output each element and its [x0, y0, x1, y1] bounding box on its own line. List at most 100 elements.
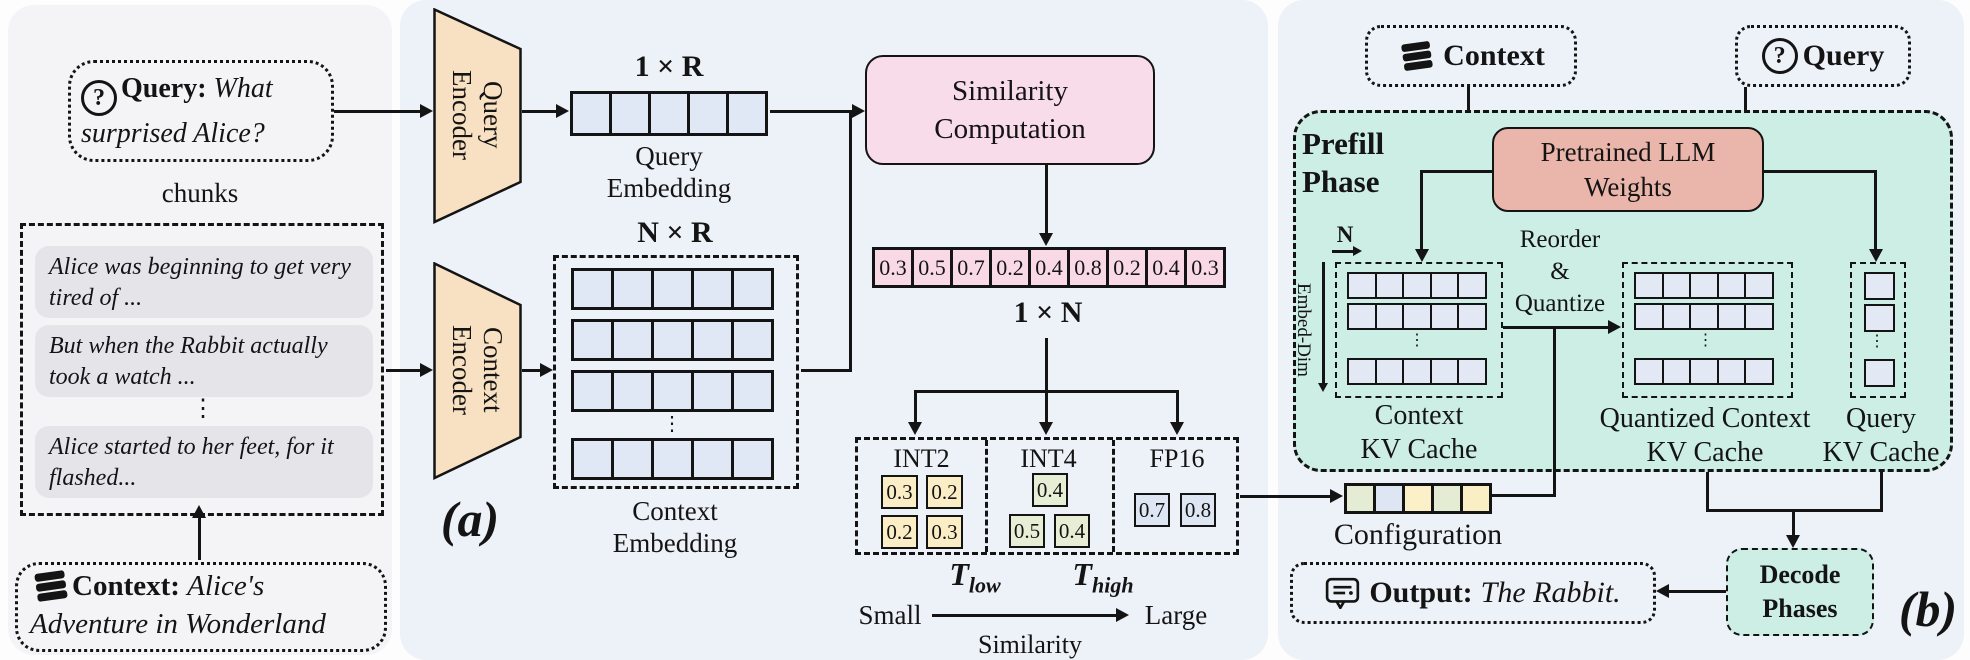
configuration-label: Configuration: [1333, 518, 1503, 551]
branch-mid-arrowhead: [1039, 422, 1053, 435]
n-dim-label: N: [1336, 222, 1354, 247]
prefill-label: Prefill: [1302, 126, 1385, 161]
llm-right-elbow-v: [1874, 170, 1877, 250]
querykv-drop-line: [1880, 472, 1883, 512]
context-source-label: Context: [1443, 39, 1545, 72]
context-source-box: Context: [1365, 25, 1577, 87]
similarity-box-label: Computation: [934, 113, 1086, 145]
fp16-to-config-arrowhead: [1330, 489, 1343, 503]
decode-to-output-arrowhead: [1656, 584, 1669, 598]
reorder-arrowhead: [1608, 320, 1621, 334]
branch-left-arrowhead: [908, 422, 922, 435]
llm-label: Weights: [1584, 171, 1672, 202]
output-text: The Rabbit.: [1480, 576, 1621, 609]
int2-value-cell: 0.2: [926, 475, 963, 509]
decode-to-output-line: [1668, 590, 1726, 593]
reorder-line: &: [1550, 258, 1570, 285]
query-down-line: [1744, 87, 1747, 113]
context-label: Context:: [72, 570, 180, 602]
decode-stem-line: [1792, 509, 1795, 537]
cemb-junction-hline: [801, 369, 852, 372]
branch-mid-line: [1045, 390, 1048, 422]
prefill-label: Phase: [1302, 164, 1380, 199]
query-kv-box: ⋮: [1850, 262, 1906, 398]
t-low-label: Tlow: [915, 556, 1035, 598]
query-encoder-label: Query: [478, 81, 508, 149]
fp16-to-config-line: [1240, 495, 1332, 498]
query-embedding-label: Embedding: [606, 173, 732, 203]
config-up-line: [1553, 326, 1556, 497]
similarity-value-cell: 0.4: [1028, 247, 1070, 288]
panel-a-caption: (a): [440, 491, 500, 547]
fp16-value-cell: 0.8: [1180, 493, 1216, 527]
branch-left-line: [914, 390, 917, 422]
llm-left-arrowhead: [1415, 249, 1429, 262]
reorder-line: Quantize: [1514, 290, 1606, 317]
encoder-to-cemb-arrowhead: [540, 363, 553, 377]
cemb-junction-vline: [849, 110, 852, 371]
int2-value-cell: 0.3: [926, 515, 963, 549]
t-low-sub: low: [968, 572, 1001, 598]
context-input-box: Context: Alice's Adventure in Wonderland: [15, 562, 387, 652]
query-embedding-row: [570, 91, 768, 136]
decode-label: Decode: [1759, 560, 1841, 589]
chunks-label: chunks: [161, 178, 239, 208]
context-embedding-ellipsis: ⋮: [662, 413, 682, 435]
llm-right-elbow-h: [1764, 170, 1877, 173]
similarity-box-label: Similarity: [951, 75, 1068, 107]
config-elbow-line: [1492, 494, 1555, 497]
fp16-label: FP16: [1149, 444, 1205, 473]
llm-left-elbow-v: [1420, 170, 1423, 250]
question-mark-icon: ?: [81, 79, 117, 116]
branch-right-line: [1176, 390, 1179, 422]
query-kv-label: Query: [1846, 403, 1916, 434]
n-dim-line: [1332, 250, 1354, 253]
similarity-vector-row: 0.3 0.5 0.7 0.2 0.4 0.8 0.2 0.4 0.3: [872, 247, 1226, 288]
query-embedding-label: Query: [635, 141, 703, 171]
query-kv-ellipsis: ⋮: [1869, 333, 1885, 350]
t-high-sub: high: [1091, 572, 1134, 598]
t-low-base: T: [949, 556, 969, 592]
query-label: Query:: [121, 72, 207, 104]
axis-title: Similarity: [978, 630, 1082, 659]
context-embedding-label: Embedding: [612, 528, 738, 558]
chunk-item: Alice started to her feet, for it flashe…: [35, 426, 373, 498]
similarity-value-cell: 0.4: [1145, 247, 1187, 288]
books-icon: [34, 570, 68, 602]
decode-label: Phases: [1762, 594, 1838, 623]
context-encoder-label-wrap: Context Encoder: [433, 262, 521, 478]
int4-label: INT4: [1020, 444, 1077, 473]
query-source-label: Query: [1802, 39, 1885, 72]
context-encoder-label: Encoder: [447, 325, 477, 415]
chunks-box: Alice was beginning to get very tired of…: [20, 223, 384, 516]
axis-arrowhead: [1116, 608, 1129, 622]
context-embedding-dim: N × R: [637, 216, 713, 249]
reorder-quantize-label: Reorder & Quantize: [1500, 224, 1620, 320]
context-embedding-label: Context: [632, 496, 718, 526]
qemb-to-sim-line: [770, 110, 853, 113]
n-dim-arrowhead: [1353, 246, 1362, 256]
llm-right-arrowhead: [1869, 249, 1883, 262]
query-text: What surprised Alice?: [81, 72, 273, 149]
output-label: Output:: [1369, 576, 1473, 609]
configuration-row: [1344, 483, 1492, 514]
int2-value-cell: 0.3: [881, 475, 918, 509]
axis-large-label: Large: [1144, 600, 1208, 630]
int4-value-cell: 0.4: [1032, 473, 1068, 507]
chunks-to-encoder-arrowhead: [420, 363, 433, 377]
reorder-line: Reorder: [1519, 226, 1601, 253]
axis-small-label: Small: [858, 600, 922, 630]
question-mark-icon: ?: [1761, 38, 1798, 74]
query-input-box: ?Query: What surprised Alice?: [68, 60, 334, 162]
int4-value-cell: 0.5: [1009, 514, 1045, 548]
context-encoder-shape: [433, 262, 522, 480]
encoder-to-cemb-line: [522, 369, 542, 372]
speech-bubble-icon: [1326, 577, 1360, 609]
context-kv-label: Context: [1374, 400, 1464, 431]
chunks-to-encoder-line: [386, 369, 421, 372]
qemb-to-sim-arrowhead: [852, 104, 865, 118]
context-to-chunks-arrowhead: [192, 505, 206, 518]
llm-left-elbow-h: [1420, 170, 1492, 173]
context-embedding-box: ⋮: [553, 255, 799, 489]
